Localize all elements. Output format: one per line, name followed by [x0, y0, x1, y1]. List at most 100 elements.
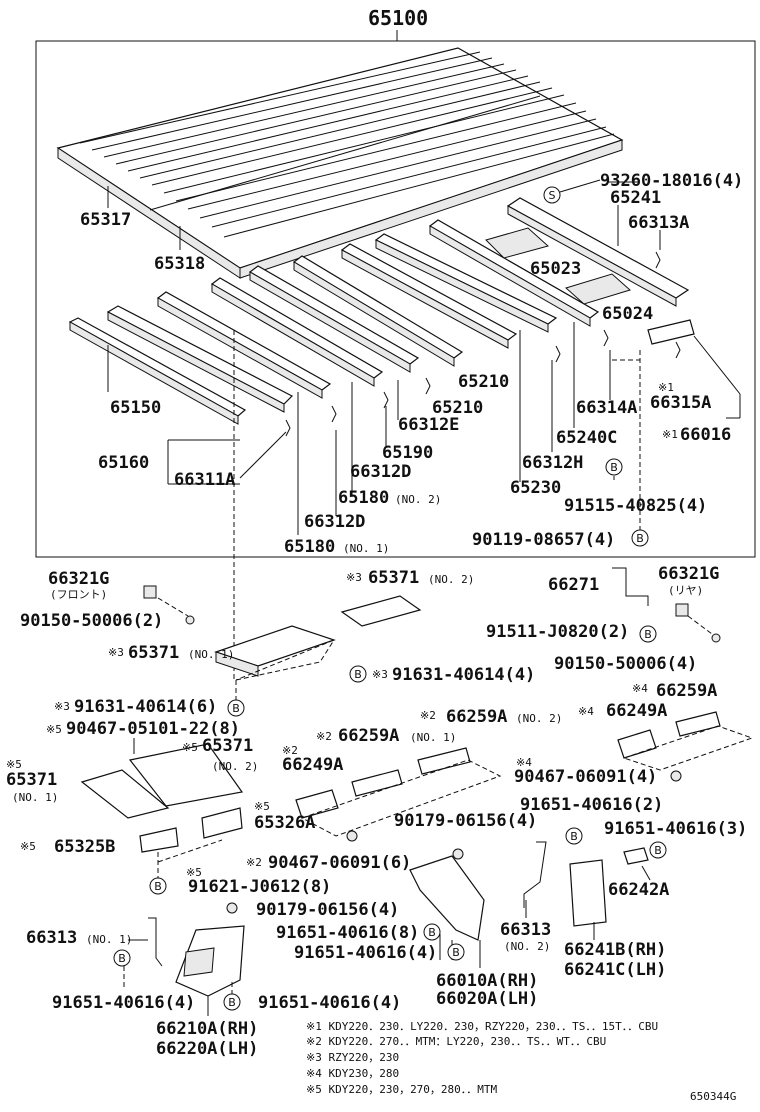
- label-66259A-no2-suffix: (NO. 2): [516, 712, 562, 725]
- label-65180-no2: 65180: [338, 488, 389, 508]
- label-65100: 65100: [368, 6, 428, 30]
- plate-66259A-right: [675, 711, 721, 737]
- label-66010A: 66010A(RH): [436, 971, 538, 991]
- footnotes: ※1 KDY220．230．LY220．230，RZY220，230．．TS．．…: [306, 1020, 736, 1103]
- label-66259A-right: 66259A: [656, 681, 717, 701]
- fender-65371-no2-top: [340, 595, 422, 627]
- footnote-4: ※4 KDY230，280: [306, 1067, 399, 1080]
- label-66312H: 66312H: [522, 453, 583, 473]
- svg-text:B: B: [154, 880, 162, 893]
- label-65326A: 65326A: [254, 813, 315, 833]
- label-90467-06091-4: 90467-06091(4): [514, 767, 657, 787]
- mark-4-66259A: ※4: [632, 682, 648, 695]
- label-66259A-no2: 66259A: [446, 707, 507, 727]
- mark-4-90467-06091: ※4: [516, 756, 532, 769]
- bracket-66242A: [623, 847, 649, 865]
- label-65371-no1-top-suffix: (NO. 1): [188, 648, 234, 661]
- label-66313-no2-suffix: (NO. 2): [504, 940, 550, 953]
- svg-text:B: B: [644, 628, 652, 641]
- plate-66259A-no1: [351, 769, 403, 797]
- cross-member-65180-no1: [156, 291, 332, 399]
- mark-3-65371-no1: ※3: [108, 646, 124, 659]
- cross-member-65210-b: [340, 243, 518, 349]
- svg-text:B: B: [428, 926, 436, 939]
- label-65317: 65317: [80, 210, 131, 230]
- svg-text:S: S: [549, 189, 556, 202]
- mark-2-66259A-no1: ※2: [316, 730, 332, 743]
- label-66259A-no1-suffix: (NO. 1): [410, 731, 456, 744]
- bracket-66271: [612, 567, 649, 606]
- label-90179-06156-4a: 90179-06156(4): [394, 811, 537, 831]
- label-90179-06156-4b: 90179-06156(4): [256, 900, 399, 920]
- mark-2-90467-06091: ※2: [246, 856, 262, 869]
- part-labels: 65100 93260-18016(4) 65241 66313A 65317 …: [6, 6, 747, 1059]
- clip-66321G-rear: [675, 603, 689, 617]
- svg-text:B: B: [354, 668, 362, 681]
- mark-1-66315A: ※1: [658, 381, 674, 394]
- label-front: (フロント): [50, 588, 107, 601]
- mark-5-65371-no2: ※5: [182, 741, 198, 754]
- label-66249A-left: 66249A: [282, 755, 343, 775]
- diagram-code: 650344G: [690, 1090, 736, 1103]
- label-66242A: 66242A: [608, 880, 669, 900]
- label-65241: 65241: [610, 188, 661, 208]
- mark-3-65371-no2: ※3: [346, 571, 362, 584]
- label-66020A: 66020A(LH): [436, 989, 538, 1009]
- label-91631-40614-6: 91631-40614(6): [74, 697, 217, 717]
- label-66241C: 66241C(LH): [564, 960, 666, 980]
- label-66321G-front: 66321G: [48, 569, 109, 589]
- plate-66249A-left: [295, 789, 339, 819]
- bolt-markers: S B B B B B B B B B B B B: [113, 186, 667, 1011]
- label-90119-08657: 90119-08657(4): [472, 530, 615, 550]
- mark-5-90467: ※5: [46, 723, 62, 736]
- label-66249A-right: 66249A: [606, 701, 667, 721]
- label-66313-no1-suffix: (NO. 1): [86, 933, 132, 946]
- block-65023: [485, 227, 550, 259]
- block-65024: [565, 273, 631, 305]
- cross-member-65230: [374, 233, 558, 333]
- label-65024: 65024: [602, 304, 653, 324]
- nuts-middle: [226, 770, 682, 914]
- label-rear: (リヤ): [668, 584, 703, 597]
- label-66315A: 66315A: [650, 393, 711, 413]
- label-66311A: 66311A: [174, 470, 235, 490]
- mark-2-66259A-no2: ※2: [420, 709, 436, 722]
- label-90467-05101-22: 90467-05101-22(8): [66, 719, 240, 739]
- stay-66313-no2: [523, 841, 547, 908]
- footnote-5: ※5 KDY220，230，270，280．．MTM: [306, 1083, 498, 1096]
- label-66312E: 66312E: [398, 415, 459, 435]
- label-91651-40616-4a: 91651-40616(4): [294, 943, 437, 963]
- cross-member-65210-a: [292, 255, 464, 367]
- bracket-65325B: [139, 827, 179, 853]
- label-66210A: 66210A(RH): [156, 1019, 258, 1039]
- cross-member-65190: [248, 265, 420, 373]
- label-65371-no2-top-suffix: (NO. 2): [428, 573, 474, 586]
- clip-hooks: [285, 251, 681, 437]
- mark-3-91631-b: ※3: [54, 700, 70, 713]
- label-66016: 66016: [680, 425, 731, 445]
- label-65210-b: 65210: [432, 398, 483, 418]
- bolts-middle: [157, 597, 721, 643]
- bracket-66315A: [647, 319, 695, 345]
- label-91621-J0612: 91621-J0612(8): [188, 877, 331, 897]
- stay-66313-no1: [148, 917, 163, 967]
- deck-panel-65100: [56, 47, 624, 279]
- plate-66259A-no2: [417, 747, 471, 775]
- label-65230: 65230: [510, 478, 561, 498]
- dashed-shadow-65371-no1: [235, 638, 336, 700]
- label-66313-no2: 66313: [500, 920, 551, 940]
- label-65210-a: 65210: [458, 372, 509, 392]
- mark-5-91621: ※5: [186, 866, 202, 879]
- label-66313A: 66313A: [628, 213, 689, 233]
- mudflap-66210A: [175, 925, 245, 997]
- label-65023: 65023: [530, 259, 581, 279]
- label-65371-no2-mid-suffix: (NO. 2): [212, 760, 258, 773]
- svg-text:B: B: [232, 702, 240, 715]
- label-66313-no1: 66313: [26, 928, 77, 948]
- footnote-1: ※1 KDY220．230．LY220．230，RZY220，230．．TS．．…: [306, 1020, 658, 1033]
- label-65325B: 65325B: [54, 837, 115, 857]
- svg-text:B: B: [452, 946, 460, 959]
- label-91631-40614-4: 91631-40614(4): [392, 665, 535, 685]
- mudguard-65371-no2: [128, 743, 244, 807]
